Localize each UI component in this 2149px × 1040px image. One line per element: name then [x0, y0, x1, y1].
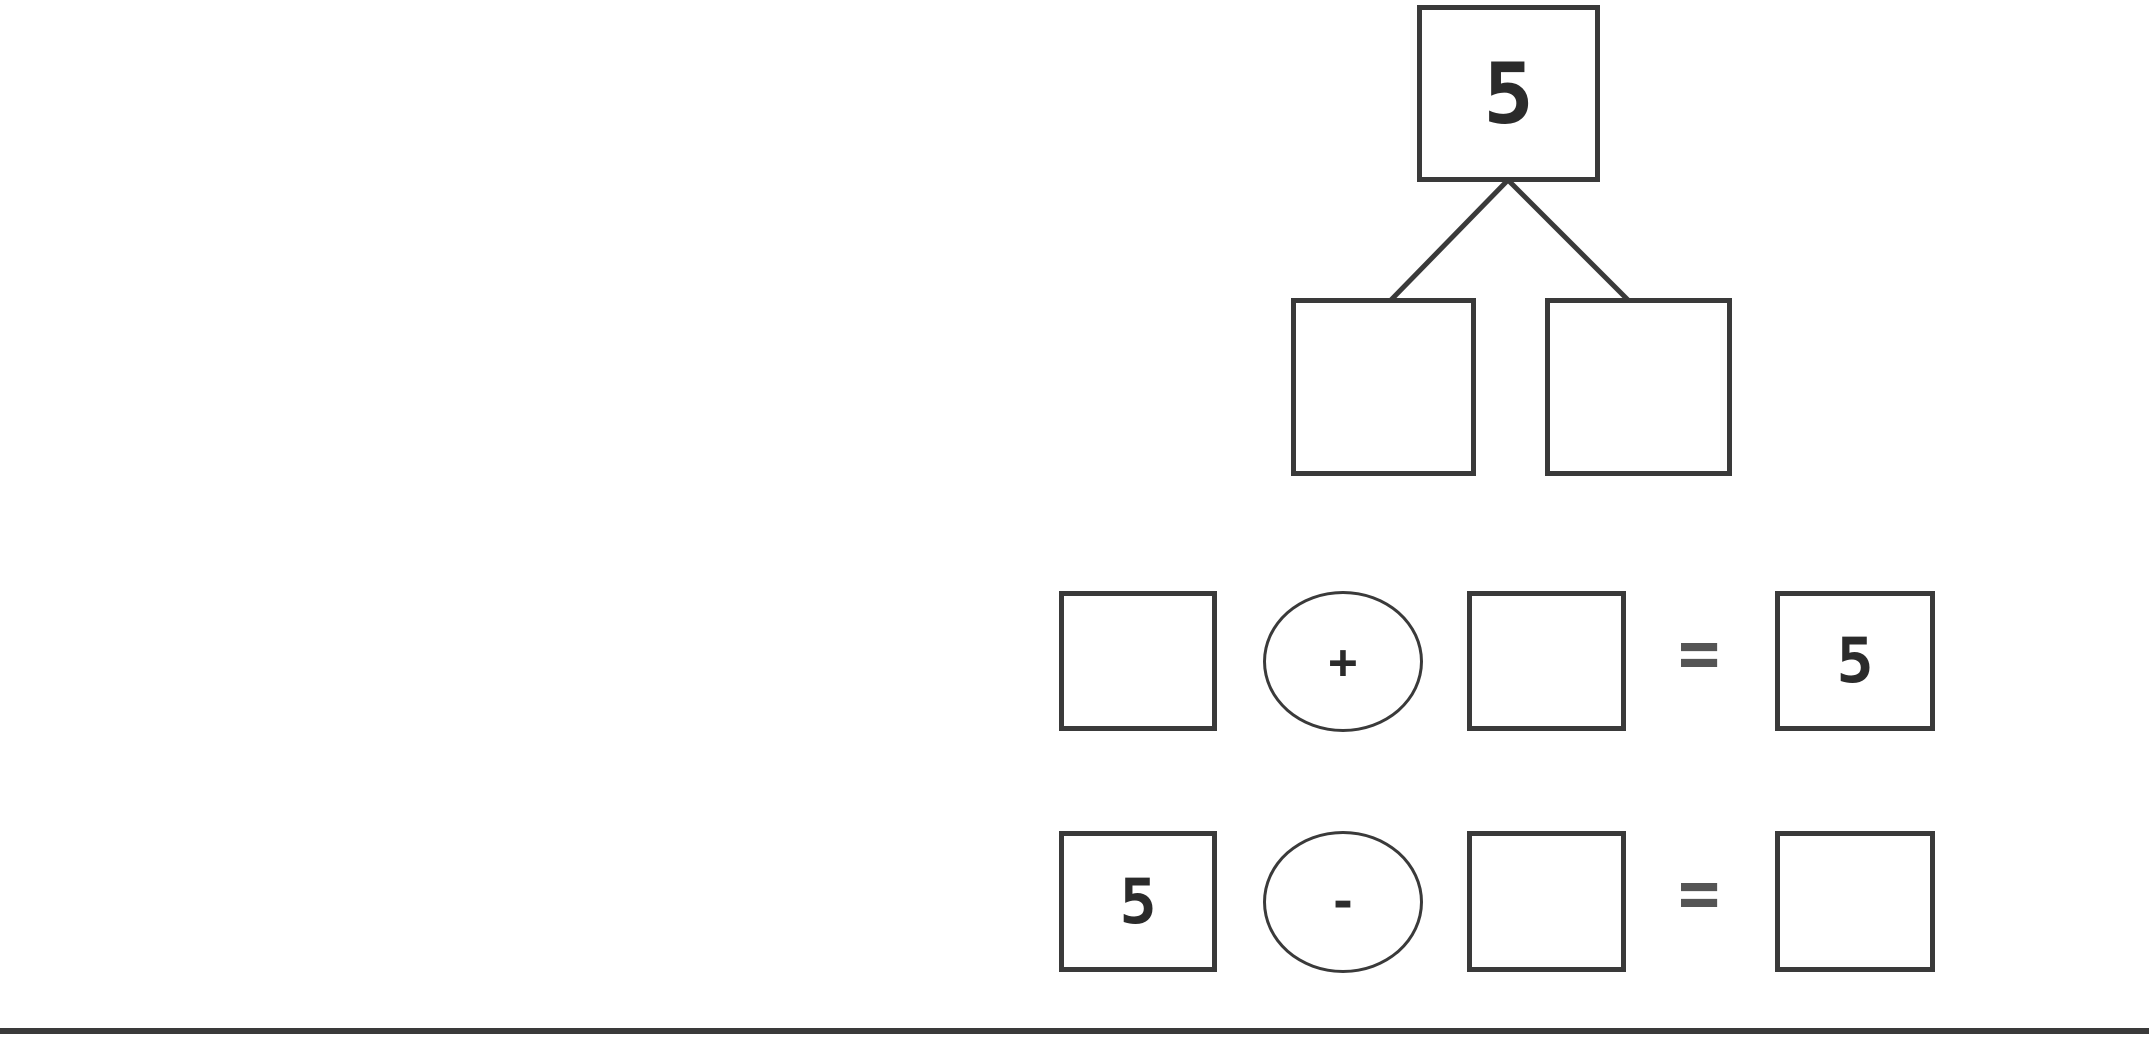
subtraction-difference-box[interactable]	[1775, 831, 1935, 972]
addition-operator-circle[interactable]: +	[1263, 591, 1423, 732]
bond-whole-value: 5	[1483, 44, 1534, 143]
subtraction-equals-sign: =	[1678, 852, 1721, 934]
addition-addend-2-box[interactable]	[1467, 591, 1626, 731]
addition-equals-sign: =	[1678, 612, 1721, 694]
addition-sum-value: 5	[1836, 624, 1874, 697]
bond-part-left-box[interactable]	[1291, 298, 1476, 476]
bond-whole-box[interactable]: 5	[1417, 5, 1600, 182]
subtraction-operator-circle[interactable]: -	[1263, 831, 1423, 973]
subtraction-minuend-value: 5	[1119, 864, 1157, 938]
minus-sign: -	[1328, 874, 1358, 930]
bottom-rule	[0, 1028, 2149, 1034]
addition-addend-1-box[interactable]	[1059, 591, 1217, 731]
subtraction-minuend-box[interactable]: 5	[1059, 831, 1217, 972]
addition-sum-box[interactable]: 5	[1775, 591, 1935, 731]
plus-sign: +	[1328, 633, 1358, 690]
bond-line-left	[1389, 178, 1510, 302]
subtraction-subtrahend-box[interactable]	[1467, 831, 1626, 972]
bond-line-right	[1506, 178, 1630, 302]
bond-part-right-box[interactable]	[1545, 298, 1732, 476]
